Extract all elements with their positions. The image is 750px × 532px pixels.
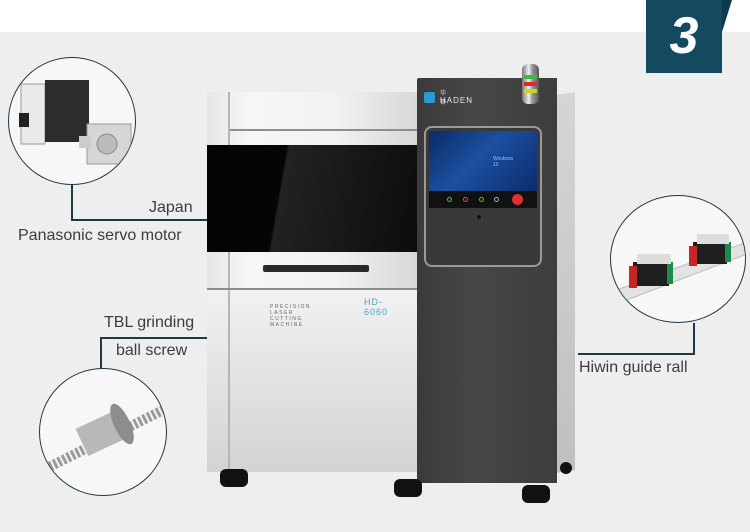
brand-cn: 华顿 xyxy=(440,91,447,106)
haden-logo-icon xyxy=(424,92,435,103)
machine-mid-divider xyxy=(207,288,417,290)
brand-name: HADEN xyxy=(440,96,474,105)
machine-top-divider xyxy=(230,129,417,131)
callout-label: Hiwin guide rall xyxy=(579,359,688,376)
connector-line xyxy=(100,337,102,369)
caster-wheel-icon xyxy=(560,462,572,474)
machine-viewing-window xyxy=(207,145,417,252)
servo-motor-icon xyxy=(19,80,132,165)
signal-yellow-light xyxy=(524,89,537,93)
machine-lower-door xyxy=(207,290,417,472)
signal-red-light xyxy=(524,82,537,86)
servo-motor-circle xyxy=(8,57,136,185)
model-label: HD-6060 xyxy=(364,297,389,317)
panel-button-2 xyxy=(463,197,468,202)
screen-os-label: Windows 10 xyxy=(493,156,514,168)
connector-line xyxy=(71,219,207,221)
caster-wheel-icon xyxy=(522,485,550,503)
guide-rail-circle xyxy=(610,195,746,323)
touch-screen xyxy=(429,131,537,191)
callout-label: Japan xyxy=(149,199,193,216)
machine-side-panel xyxy=(555,92,575,474)
keyhole-icon xyxy=(477,215,481,219)
emergency-stop-icon xyxy=(512,194,523,205)
caster-wheel-icon xyxy=(220,469,248,487)
caster-wheel-icon xyxy=(394,479,422,497)
connector-line xyxy=(100,337,207,339)
ball-screw-icon xyxy=(42,403,166,474)
machine-edge xyxy=(228,92,230,472)
panel-button-4 xyxy=(494,197,499,202)
callout-label: TBL grinding xyxy=(104,314,195,331)
model-subtitle: PRECISION LASER CUTTING MACHINE xyxy=(270,304,312,328)
step-badge xyxy=(646,0,722,73)
connector-line xyxy=(578,353,695,355)
callout-label: Panasonic servo motor xyxy=(18,227,182,244)
callout-label: ball screw xyxy=(116,342,188,359)
ball-screw-circle xyxy=(39,368,167,496)
top-strip xyxy=(0,0,750,32)
step-number: 3 xyxy=(669,7,699,65)
step-badge-fold xyxy=(722,0,732,32)
connector-line xyxy=(693,323,695,354)
door-handle xyxy=(263,265,369,272)
guide-rail-icon xyxy=(611,234,745,307)
signal-green-light xyxy=(524,75,537,79)
panel-button-3 xyxy=(479,197,484,202)
connector-line xyxy=(71,185,73,220)
panel-button-1 xyxy=(447,197,452,202)
